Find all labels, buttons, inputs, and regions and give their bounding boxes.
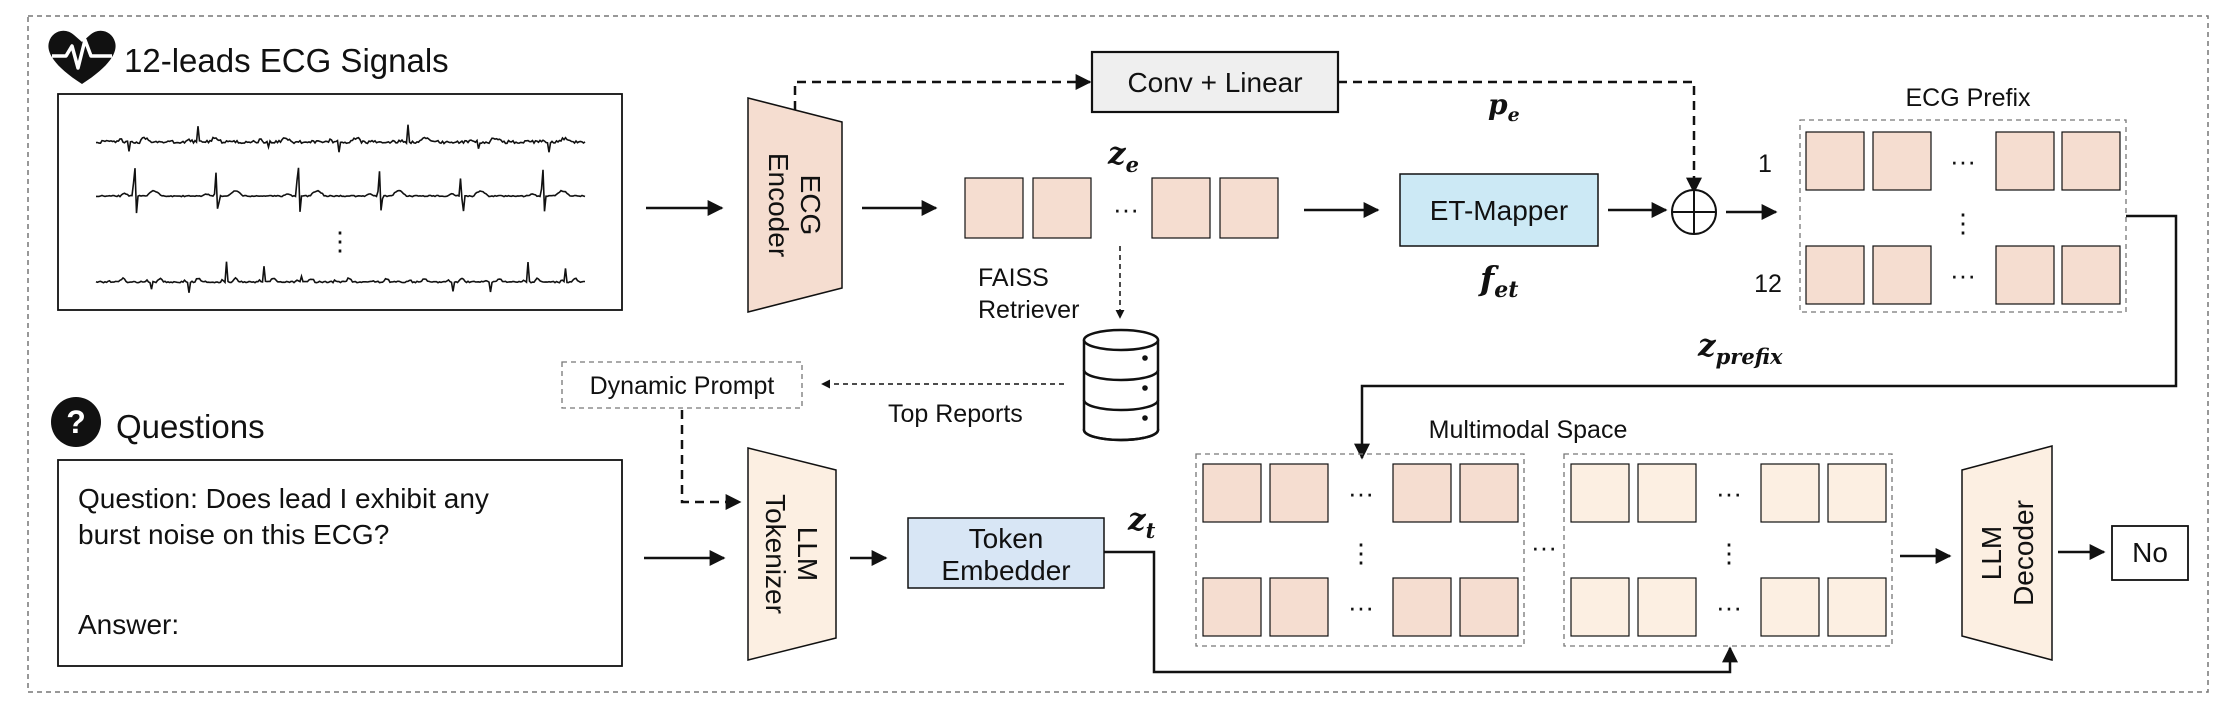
mm-text-token: [1760, 463, 1820, 523]
top-reports-label: Top Reports: [888, 400, 1023, 428]
ze-token-4: [1219, 177, 1279, 239]
conv-linear-label: Conv + Linear: [1127, 67, 1302, 98]
multimodal-title: Multimodal Space: [1429, 416, 1628, 444]
ecg-trace-1: [95, 124, 586, 153]
prefix-token: [1995, 245, 2055, 305]
ze-token-1: [964, 177, 1024, 239]
multimodal-ecg-tokens: [1202, 463, 1519, 637]
tokenizer-label-line1: LLM: [792, 527, 823, 581]
prefix-row-first-label: 1: [1758, 150, 1772, 178]
ecg-prefix-title: ECG Prefix: [1905, 84, 2031, 112]
faiss-label-line2: Retriever: [978, 296, 1079, 324]
svg-text:?: ?: [66, 404, 86, 440]
z-t-label: zt: [1127, 502, 1156, 543]
embedder-label-line2: Embedder: [941, 555, 1070, 586]
llm-decoder-block: [1961, 445, 2053, 661]
ze-token-3: [1151, 177, 1211, 239]
p-e-label: pe: [1488, 88, 1520, 126]
embedder-label-line1: Token: [969, 523, 1044, 554]
mm-text-token: [1637, 463, 1697, 523]
mm-ecg-token: [1459, 577, 1519, 637]
mm-ecg-token: [1269, 463, 1329, 523]
mm-ecg-token: [1392, 577, 1452, 637]
decoder-label-line1: LLM: [1976, 526, 2007, 580]
ecg-signal-panel: [57, 93, 623, 311]
output-label: No: [2132, 537, 2168, 568]
mm-ecg-token: [1202, 577, 1262, 637]
mm-text-token: [1827, 577, 1887, 637]
signals-ellipsis: ⋮: [327, 226, 353, 256]
prefix-ellipsis-vertical: ⋮: [1950, 208, 1976, 238]
output-box: [2111, 525, 2189, 581]
prefix-token: [1872, 245, 1932, 305]
question-text-line1: Question: Does lead I exhibit any: [78, 483, 489, 514]
token-embedder-box: [907, 517, 1105, 589]
ecg-encoder-block: [747, 97, 843, 313]
outer-frame: [27, 15, 2209, 693]
multimodal-ecg-frame: [1195, 453, 1525, 647]
dynamic-prompt-label: Dynamic Prompt: [590, 372, 775, 400]
questions-title: Questions: [116, 408, 265, 445]
prefix-token: [2061, 131, 2121, 191]
prefix-ellipsis-row1: ···: [1950, 146, 1976, 176]
heart-pulse-icon: [48, 30, 116, 84]
prefix-ellipsis-row2: ···: [1950, 260, 1976, 290]
mm-text-token: [1760, 577, 1820, 637]
answer-label: Answer:: [78, 609, 179, 640]
mm-text-ellipsis-row1: ···: [1716, 478, 1742, 508]
et-mapper-label: ET-Mapper: [1430, 195, 1569, 226]
ze-ellipsis: ···: [1113, 194, 1139, 224]
llm-tokenizer-block: [747, 447, 837, 661]
mm-ecg-token: [1459, 463, 1519, 523]
mm-ecg-ellipsis-vertical: ⋮: [1348, 538, 1374, 568]
ecg-trace-2: [96, 167, 586, 214]
et-mapper-box: [1399, 173, 1599, 247]
decoder-label-line2: Decoder: [2008, 500, 2039, 606]
mm-text-token: [1570, 463, 1630, 523]
ecg-trace-3: [95, 261, 585, 293]
f-et-label: fet: [1478, 259, 1518, 303]
dynamic-prompt-box: [561, 361, 803, 409]
question-text-line2: burst noise on this ECG?: [78, 519, 389, 550]
z-e-label: ze: [1107, 136, 1139, 177]
encoder-label-line1: ECG: [795, 175, 826, 236]
prefix-token: [1805, 131, 1865, 191]
mm-ecg-ellipsis-row2: ···: [1348, 592, 1374, 622]
encoder-label-line2: Encoder: [763, 153, 794, 257]
prefix-token: [1995, 131, 2055, 191]
prefix-row-last-label: 12: [1754, 270, 1782, 298]
prefix-tokens: [1805, 131, 2121, 305]
mm-ecg-ellipsis-row1: ···: [1348, 478, 1374, 508]
mm-ecg-token: [1202, 463, 1262, 523]
mm-text-token: [1570, 577, 1630, 637]
prefix-to-multimodal-arrow: [1354, 214, 2178, 460]
faiss-label-line1: FAISS: [978, 264, 1049, 292]
prefix-token: [2061, 245, 2121, 305]
prefix-token: [1805, 245, 1865, 305]
question-circle-icon: ?: [51, 397, 101, 447]
mm-text-token: [1827, 463, 1887, 523]
tokenizer-label-line2: Tokenizer: [760, 494, 791, 614]
signals-title: 12-leads ECG Signals: [124, 42, 449, 79]
mm-text-token: [1637, 577, 1697, 637]
multimodal-join-ellipsis: ···: [1531, 532, 1557, 562]
database-icon: [1082, 328, 1160, 442]
circled-plus-icon: [1671, 189, 1717, 235]
conv-linear-box: [1090, 50, 1340, 114]
prefix-token: [1872, 131, 1932, 191]
mm-ecg-token: [1269, 577, 1329, 637]
z-prefix-label: zprefix: [1697, 328, 1783, 369]
prompt-to-tokenizer-dashed-arrow: [680, 410, 742, 510]
question-panel: [57, 459, 623, 667]
multimodal-text-frame: [1563, 453, 1893, 647]
mm-ecg-token: [1392, 463, 1452, 523]
embedder-to-multimodal-arrow: [1104, 550, 1738, 674]
ecg-prefix-frame: [1799, 119, 2127, 313]
mm-text-ellipsis-row2: ···: [1716, 592, 1742, 622]
mm-text-ellipsis-vertical: ⋮: [1716, 538, 1742, 568]
multimodal-text-tokens: [1570, 463, 1887, 637]
encoder-to-conv-dashed-arrow: [793, 74, 1092, 110]
ze-token-2: [1032, 177, 1092, 239]
